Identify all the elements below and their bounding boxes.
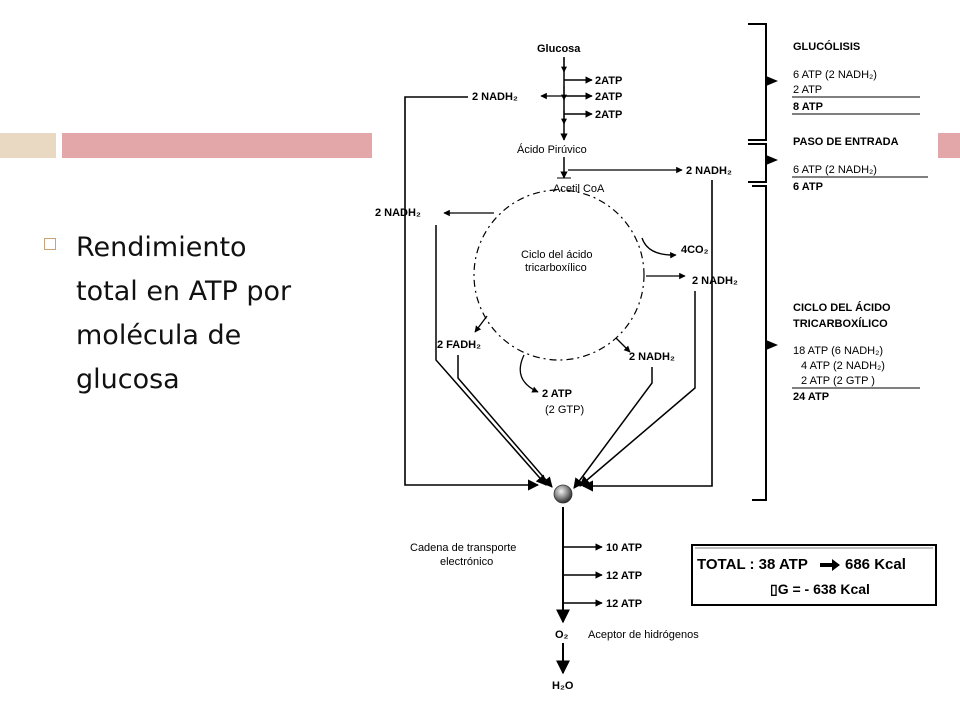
glucolisis-line: 6 ATP (2 NADH₂)	[793, 69, 877, 81]
nadh-right-label: 2 NADH₂	[692, 275, 738, 287]
decor-band-rose	[62, 133, 372, 158]
nadh-entry-path	[581, 180, 713, 492]
total-arrow-icon	[820, 559, 840, 571]
nadh-entry-label: 2 NADH₂	[686, 165, 732, 177]
aceptor-label: Aceptor de hidrógenos	[588, 629, 699, 641]
nadh-bottom-arrow	[615, 337, 631, 353]
nadh-right-path	[579, 291, 696, 487]
glucosa-label: Glucosa	[537, 43, 581, 55]
ciclo-line: 2 ATP (2 GTP )	[801, 375, 875, 387]
fadh-path	[457, 355, 553, 488]
atp-12-label: 12 ATP	[606, 598, 642, 610]
bracket-pointer	[766, 340, 778, 350]
entrada-title: PASO DE ENTRADA	[793, 136, 899, 148]
nadh-glyc-path	[404, 96, 540, 491]
glucolisis-line: 2 ATP	[793, 84, 822, 96]
gtp-label: (2 GTP)	[545, 404, 584, 416]
krebs-cycle-ring	[473, 189, 645, 361]
fadh-label: 2 FADH₂	[437, 339, 481, 351]
bullet-line: Rendimiento	[76, 232, 247, 263]
nadh-glyc-label: 2 NADH₂	[472, 91, 518, 103]
decor-band-rose-right	[938, 133, 960, 158]
nadh-left-path	[435, 225, 547, 486]
entrada-line: 6 ATP (2 NADH₂)	[793, 164, 877, 176]
piruvico-label: Ácido Pirúvico	[517, 143, 587, 156]
co2-label: 4CO₂	[681, 244, 709, 256]
cadena-label: Cadena de transporte	[410, 542, 516, 554]
atp-label: 2ATP	[595, 75, 622, 87]
h2o-label: H₂O	[552, 680, 574, 692]
total-label: TOTAL : 38 ATP	[697, 556, 808, 573]
atp-gtp-label: 2 ATP	[542, 388, 572, 400]
slide-bullet-text: Rendimiento total en ATP por molécula de…	[76, 226, 356, 402]
bracket-ciclo	[752, 185, 767, 501]
acetil-label: Acetil CoA	[553, 183, 605, 195]
glucolisis-total: 8 ATP	[793, 101, 823, 113]
cadena-label: electrónico	[440, 556, 493, 568]
atp-label: 2ATP	[595, 109, 622, 121]
bracket-pointer	[766, 76, 778, 86]
entrada-total: 6 ATP	[793, 181, 823, 193]
ciclo-line: 18 ATP (6 NADH₂)	[793, 345, 883, 357]
delta-g-label: ▯G = - 638 Kcal	[770, 581, 870, 597]
bullet-square-icon	[44, 238, 56, 250]
bracket-pointer	[766, 155, 778, 165]
total-box	[691, 544, 937, 606]
atp-10-label: 10 ATP	[606, 542, 642, 554]
ciclo-label: Ciclo del ácido	[521, 249, 593, 261]
bullet-line: glucosa	[76, 364, 180, 395]
ciclo-title: TRICARBOXÍLICO	[793, 317, 888, 330]
gtp-arrow	[519, 354, 539, 393]
ciclo-total: 24 ATP	[793, 391, 829, 403]
bullet-line: molécula de	[76, 320, 242, 351]
bracket-entrada	[748, 143, 767, 183]
glucolisis-title: GLUCÓLISIS	[793, 40, 860, 53]
ciclo-label: tricarboxílico	[525, 262, 587, 274]
nadh-bottom-label: 2 NADH₂	[629, 351, 675, 363]
nadh-bottom-path	[573, 367, 653, 489]
o2-label: O₂	[555, 629, 569, 641]
bracket-glucolisis	[748, 23, 767, 141]
atp-label: 2ATP	[595, 91, 622, 103]
ciclo-line: 4 ATP (2 NADH₂)	[801, 360, 885, 372]
ciclo-title: CICLO DEL ÁCIDO	[793, 301, 891, 314]
fadh-arrow	[474, 315, 488, 333]
total-kcal: 686 Kcal	[845, 556, 906, 573]
bullet-line: total en ATP por	[76, 276, 292, 307]
co2-arrow	[641, 237, 677, 259]
etc-sphere-icon	[553, 484, 573, 504]
atp-12-label: 12 ATP	[606, 570, 642, 582]
decor-band-beige	[0, 133, 56, 158]
nadh-left-label: 2 NADH₂	[375, 207, 421, 219]
